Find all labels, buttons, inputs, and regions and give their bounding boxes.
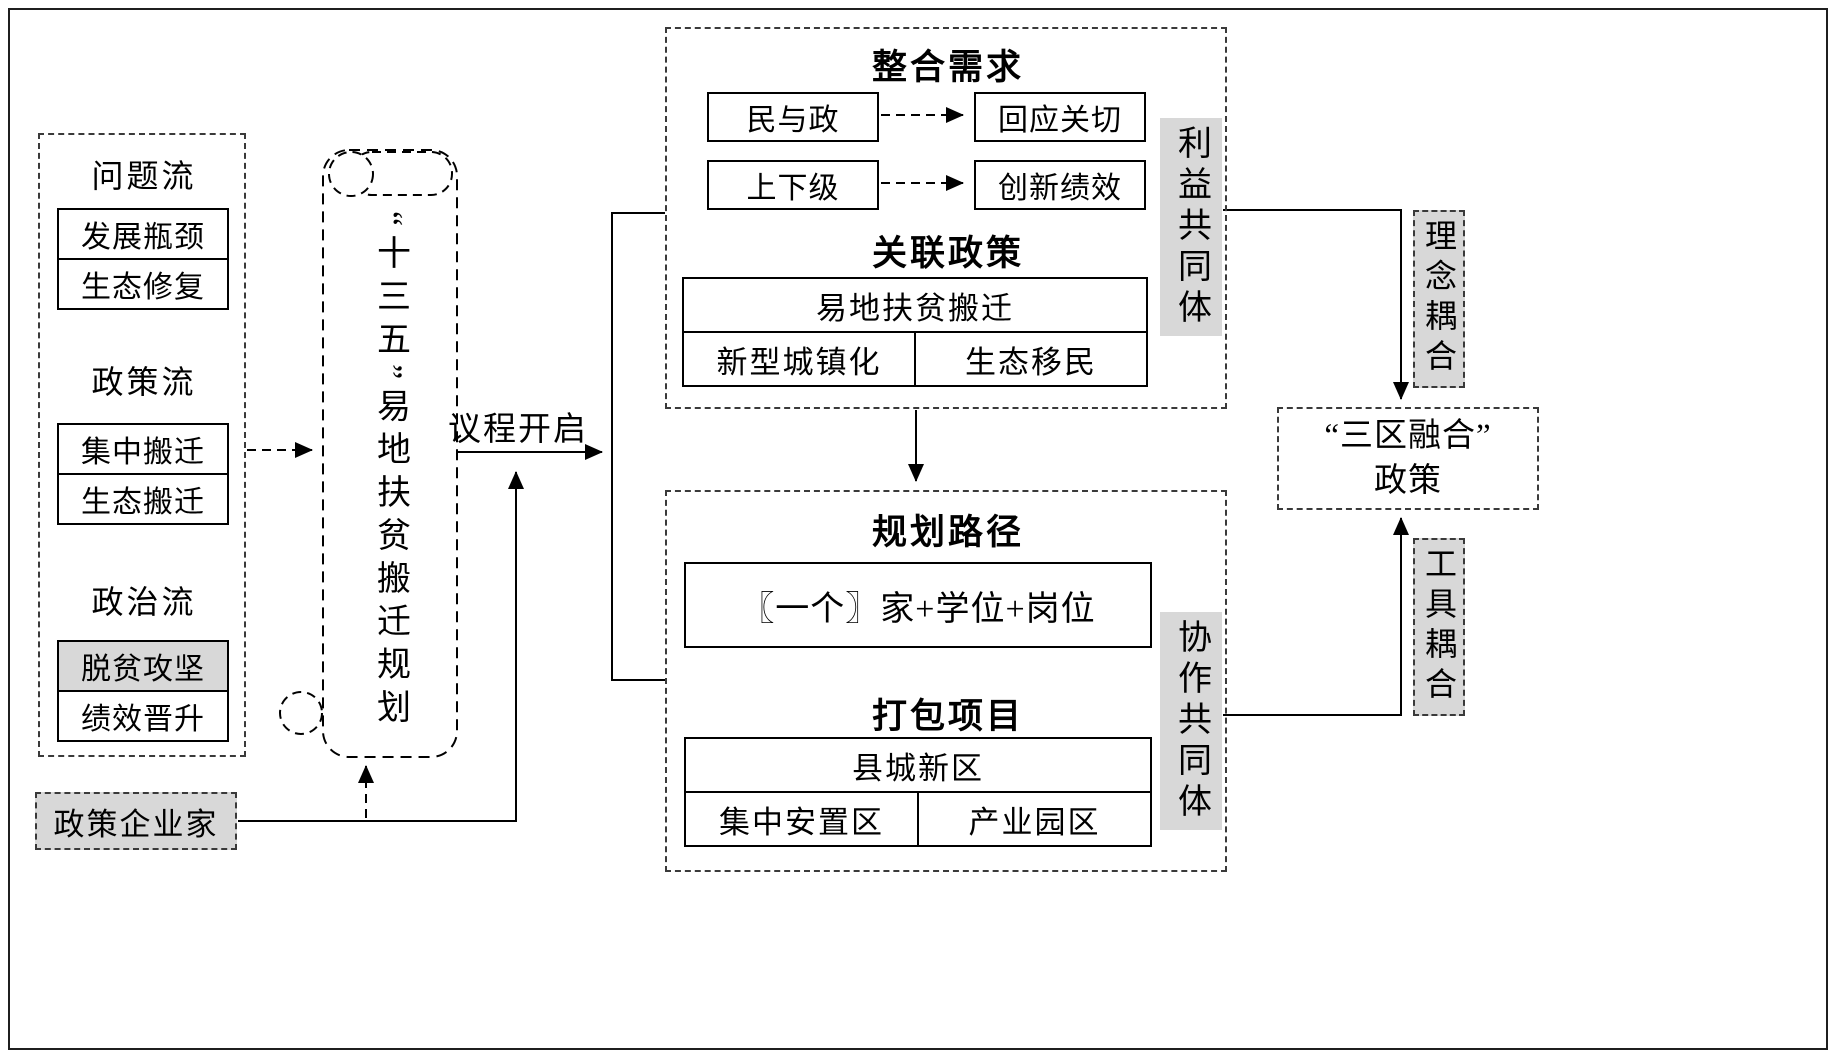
agenda-open-label: 议程开启 [448, 412, 588, 448]
outer-frame [8, 8, 1828, 1050]
table-header-cell: 易地扶贫搬迁 [684, 279, 1146, 333]
planning-path-title: 规划路径 [871, 513, 1024, 552]
collaboration-community-label-wrap: 协作共同体 [1160, 612, 1222, 830]
concept-coupling-label-wrap: 理念耦合 [1413, 210, 1465, 388]
plan-scroll-shape [322, 149, 458, 758]
interest-to-policy-arrow [1223, 209, 1409, 400]
table-cell: 产业园区 [917, 793, 1150, 845]
table-row: 新型城镇化 生态移民 [684, 333, 1146, 385]
problem-stream-title: 问题流 [91, 158, 197, 194]
need-target-1: 回应关切 [974, 92, 1146, 142]
package-project-table: 县城新区 集中安置区 产业园区 [684, 737, 1152, 847]
collaboration-community-label: 协作共同体 [1172, 618, 1210, 824]
tool-coupling-label: 工具耦合 [1421, 547, 1457, 707]
package-project-title: 打包项目 [871, 697, 1024, 736]
collaboration-to-policy-arrow [1223, 517, 1409, 716]
stream-item: 集中搬迁 [57, 423, 229, 475]
policy-stream-items: 集中搬迁 生态搬迁 [57, 423, 229, 525]
table-cell: 生态移民 [914, 333, 1146, 385]
concept-coupling-label: 理念耦合 [1421, 219, 1457, 379]
planning-panel: 规划路径 〖一个〗家+学位+岗位 打包项目 县城新区 集中安置区 产业园区 [665, 490, 1227, 872]
interest-community-label-wrap: 利益共同体 [1160, 118, 1222, 336]
final-policy-line1: “三区融合” [1324, 417, 1492, 454]
related-policy-table: 易地扶贫搬迁 新型城镇化 生态移民 [682, 277, 1148, 387]
interest-community-label: 利益共同体 [1172, 124, 1210, 330]
stream-item: 脱贫攻坚 [57, 640, 229, 692]
political-stream-title: 政治流 [91, 584, 197, 620]
need-target-2: 创新绩效 [974, 160, 1146, 210]
tool-coupling-label-wrap: 工具耦合 [1413, 538, 1465, 716]
stream-item: 生态搬迁 [57, 473, 229, 525]
scroll-top-knob-icon [328, 151, 374, 197]
stream-item: 生态修复 [57, 258, 229, 310]
stream-item: 绩效晋升 [57, 690, 229, 742]
related-policy-title: 关联政策 [871, 234, 1024, 273]
scroll-bottom-knob-icon [279, 691, 323, 735]
streams-panel: 问题流 发展瓶颈 生态修复 政策流 集中搬迁 生态搬迁 政治流 脱贫攻坚 绩效晋… [38, 133, 246, 757]
planning-path-item: 〖一个〗家+学位+岗位 [684, 562, 1152, 648]
table-cell: 新型城镇化 [716, 344, 882, 380]
political-stream-items: 脱贫攻坚 绩效晋升 [57, 640, 229, 742]
policy-entrepreneur-box: 政策企业家 [35, 792, 237, 850]
table-cell: 集中安置区 [719, 804, 884, 840]
plan-scroll-label: “十三五”易地扶贫搬迁规划 [371, 211, 409, 733]
final-policy-line2: 政策 [1374, 462, 1442, 499]
table-row: 集中安置区 产业园区 [686, 793, 1150, 845]
agenda-bracket-line [611, 212, 665, 681]
need-source-1: 民与政 [707, 92, 879, 142]
plan-scroll-label-wrap: “十三五”易地扶贫搬迁规划 [330, 196, 450, 748]
policy-stream-title: 政策流 [91, 364, 197, 400]
problem-stream-items: 发展瓶颈 生态修复 [57, 208, 229, 310]
integration-panel: 整合需求 民与政 回应关切 上下级 创新绩效 关联政策 易地扶贫搬迁 新型城镇化… [665, 27, 1227, 409]
final-policy-box: “三区融合” 政策 [1277, 407, 1539, 510]
stream-item: 发展瓶颈 [57, 208, 229, 260]
need-source-2: 上下级 [707, 160, 879, 210]
integration-title: 整合需求 [871, 48, 1024, 87]
table-header-cell: 县城新区 [686, 739, 1150, 793]
entrepreneur-to-agenda-arrow [238, 471, 524, 822]
